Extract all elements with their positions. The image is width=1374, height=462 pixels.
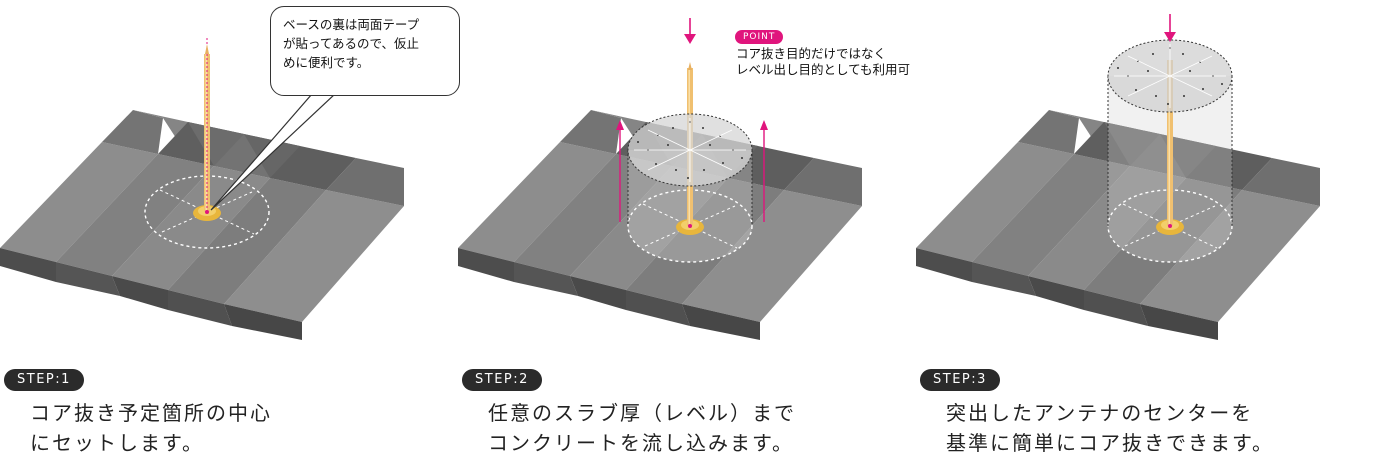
point-note-line: コア抜き目的だけではなく bbox=[736, 46, 887, 61]
step-description-line: 任意のスラブ厚（レベル）まで bbox=[488, 401, 796, 425]
point-note: コア抜き目的だけではなく レベル出し目的としても利用可 bbox=[736, 46, 910, 78]
step-3-illustration bbox=[916, 14, 1320, 340]
step-2-panel: POINT コア抜き目的だけではなく レベル出し目的としても利用可 STEP:2… bbox=[458, 0, 916, 462]
deck-plate bbox=[0, 110, 404, 340]
step-2-illustration bbox=[458, 18, 862, 340]
step-badge: STEP:2 bbox=[462, 369, 542, 391]
step-description: コア抜き予定箇所の中心 にセットします。 bbox=[30, 398, 455, 458]
step-description-line: 基準に簡単にコア抜きできます。 bbox=[946, 431, 1274, 455]
step-description: 突出したアンテナのセンターを 基準に簡単にコア抜きできます。 bbox=[946, 398, 1371, 458]
step-description-line: 突出したアンテナのセンターを bbox=[946, 401, 1254, 425]
callout-line: めに便利です。 bbox=[283, 55, 370, 70]
step-1-illustration bbox=[0, 38, 404, 340]
step-badge: STEP:3 bbox=[920, 369, 1000, 391]
step-description-line: コア抜き予定箇所の中心 bbox=[30, 401, 272, 425]
step-3-panel: STEP:3 突出したアンテナのセンターを 基準に簡単にコア抜きできます。 bbox=[916, 0, 1374, 462]
step-description: 任意のスラブ厚（レベル）まで コンクリートを流し込みます。 bbox=[488, 398, 913, 458]
step-description-line: にセットします。 bbox=[30, 431, 204, 455]
step-description-line: コンクリートを流し込みます。 bbox=[488, 431, 794, 455]
callout-line: が貼ってあるので、仮止 bbox=[283, 36, 420, 51]
point-badge: POINT bbox=[735, 30, 784, 44]
step-badge: STEP:1 bbox=[4, 369, 84, 391]
callout-line: ベースの裏は両面テープ bbox=[283, 17, 420, 32]
step-1-panel: ベースの裏は両面テープ が貼ってあるので、仮止 めに便利です。 STEP:1 コ… bbox=[0, 0, 460, 462]
point-note-line: レベル出し目的としても利用可 bbox=[736, 62, 911, 77]
callout-bubble: ベースの裏は両面テープ が貼ってあるので、仮止 めに便利です。 bbox=[270, 6, 460, 96]
